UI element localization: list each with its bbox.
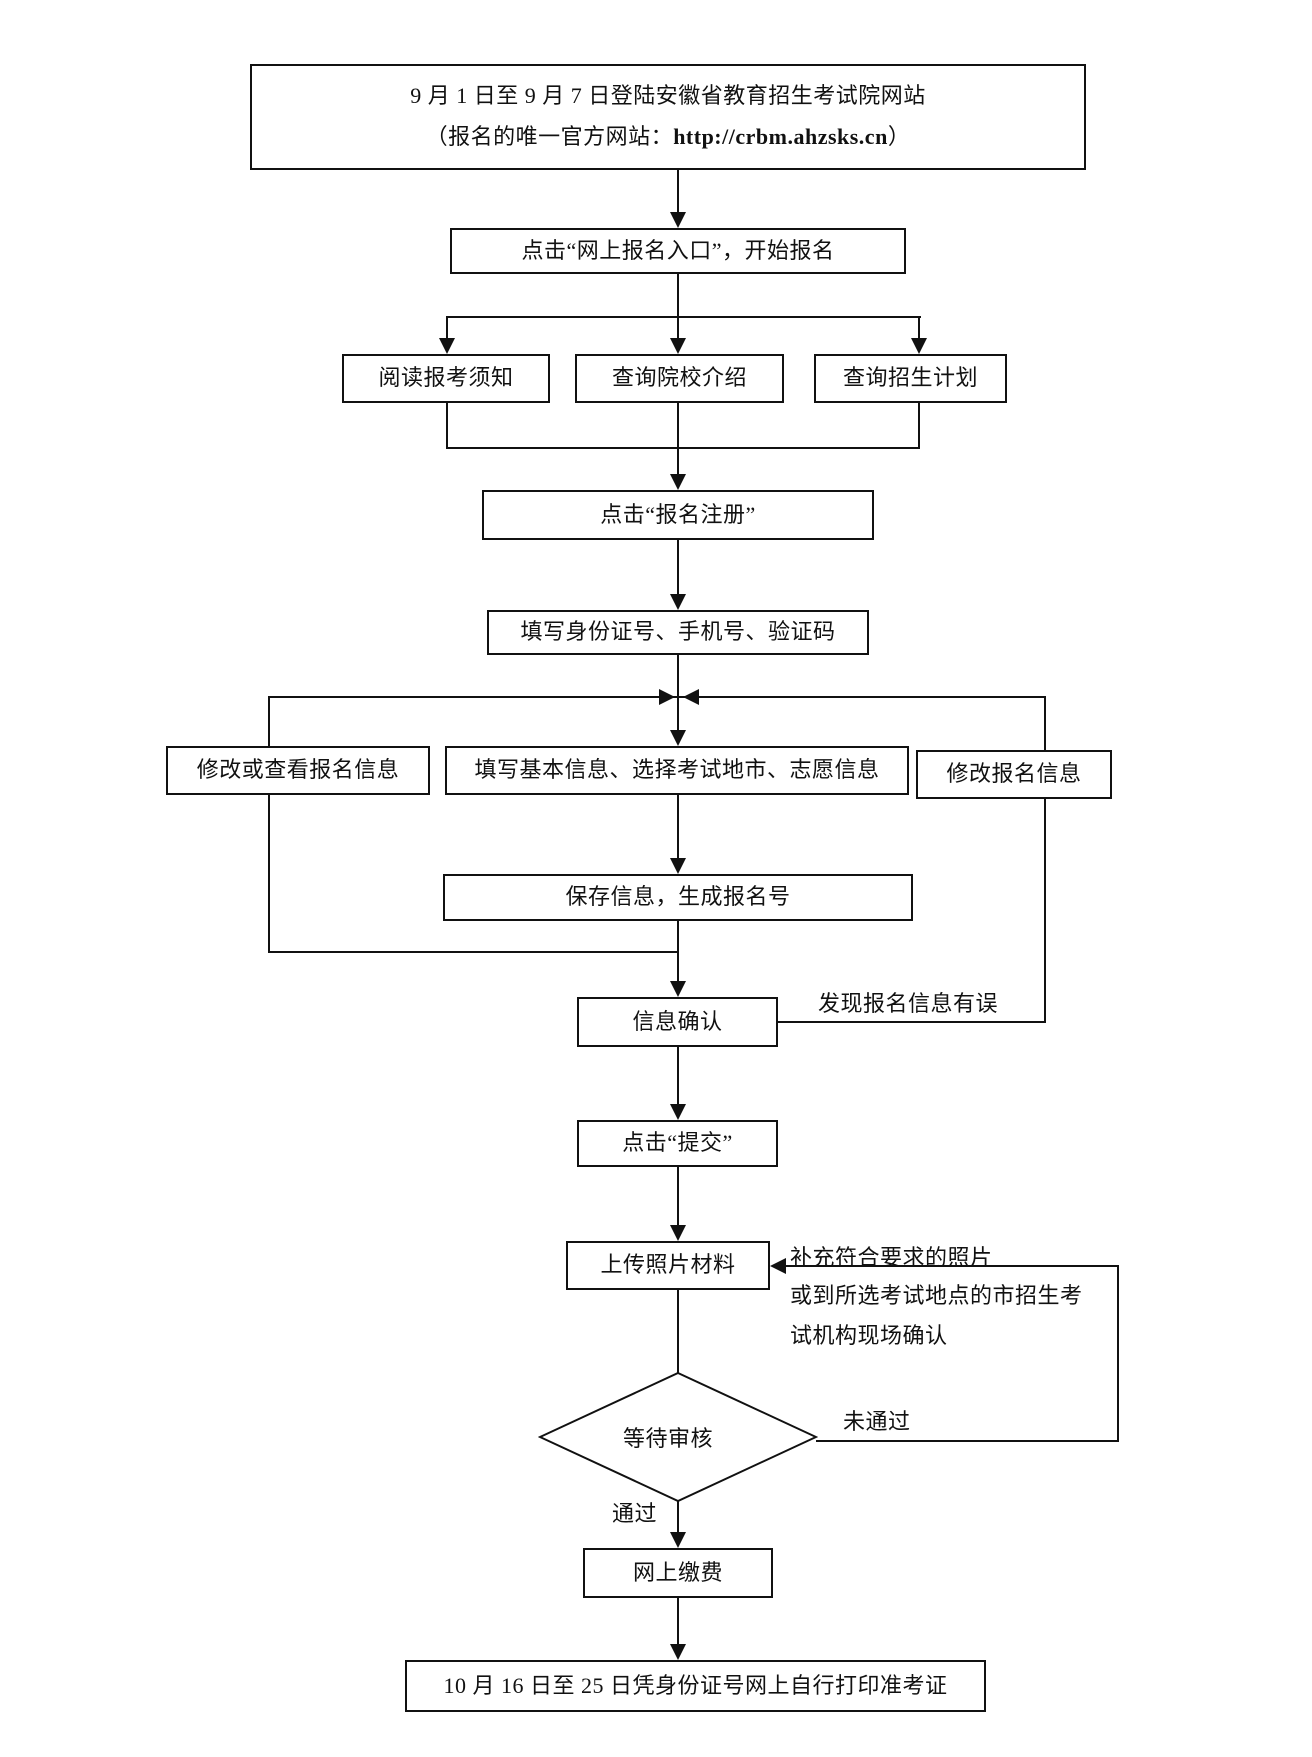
- right-loop-riser: [1044, 799, 1046, 1023]
- start-line2: （报名的唯一官方网站：http://crbm.ahzsks.cn）: [426, 123, 911, 152]
- arrowhead-into-pay: [670, 1532, 686, 1548]
- photo-return-line: [784, 1265, 1119, 1267]
- arrowhead-into-upload-from-review: [770, 1258, 786, 1274]
- node-fill-basic: 填写基本信息、选择考试地市、志愿信息: [445, 746, 909, 795]
- right-loop-drop: [1044, 696, 1046, 750]
- official-site-url: http://crbm.ahzsks.cn: [673, 124, 888, 149]
- node-fill-identity: 填写身份证号、手机号、验证码: [487, 610, 869, 655]
- node-click-register: 点击“报名注册”: [482, 490, 874, 540]
- node-start: 9 月 1 日至 9 月 7 日登陆安徽省教育招生考试院网站 （报名的唯一官方网…: [250, 64, 1086, 170]
- branch-drop-center: [677, 316, 679, 340]
- left-loop-drop: [268, 696, 270, 746]
- node-confirm-info: 信息确认: [577, 997, 778, 1047]
- branch-drop-right: [918, 316, 920, 340]
- edge-label-not-passed: 未通过: [843, 1409, 911, 1434]
- merge-riser-left: [446, 403, 448, 449]
- node-read-notice: 阅读报考须知: [342, 354, 550, 403]
- arrowhead-into-submit: [670, 1104, 686, 1120]
- loop-junction-line: [268, 696, 1046, 698]
- arrowhead-into-register: [670, 474, 686, 490]
- node-save-info: 保存信息，生成报名号: [443, 874, 913, 921]
- arrowhead-left-loop-return: [659, 689, 675, 705]
- node-pay-online: 网上缴费: [583, 1548, 773, 1598]
- start-line2-prefix: （报名的唯一官方网站：: [425, 124, 674, 149]
- edge-label-photo-note-line2: 或到所选考试地点的市招生考: [790, 1283, 1083, 1308]
- arrowhead-into-identity: [670, 594, 686, 610]
- node-query-plan: 查询招生计划: [814, 354, 1007, 403]
- edge-label-passed: 通过: [612, 1501, 658, 1526]
- branch-horizontal-line: [447, 316, 921, 318]
- connector-merge-register: [677, 447, 679, 476]
- connector-save-confirm: [677, 921, 679, 983]
- connector-pay-print: [677, 1598, 679, 1646]
- merge-riser-center: [677, 403, 679, 449]
- connector-upload-review: [677, 1290, 679, 1374]
- arrowhead-into-save: [670, 858, 686, 874]
- connector-review-pay: [677, 1501, 679, 1534]
- arrowhead-into-entry: [670, 212, 686, 228]
- left-loop-riser: [268, 795, 270, 953]
- connector-confirm-submit: [677, 1047, 679, 1106]
- edge-label-photo-note-line3: 试机构现场确认: [790, 1323, 948, 1348]
- arrowhead-into-fillbasic: [670, 730, 686, 746]
- arrowhead-into-confirm: [670, 981, 686, 997]
- connector-fillbasic-save: [677, 795, 679, 860]
- arrowhead-into-query-plan: [911, 338, 927, 354]
- left-loop-bottom-line: [268, 951, 679, 953]
- arrowhead-into-print: [670, 1644, 686, 1660]
- photo-return-riser: [1117, 1265, 1119, 1442]
- merge-riser-right: [918, 403, 920, 449]
- connector-submit-upload: [677, 1167, 679, 1227]
- arrowhead-into-read-notice: [439, 338, 455, 354]
- node-wait-review: 等待审核: [622, 1426, 713, 1451]
- node-print-ticket: 10 月 16 日至 25 日凭身份证号网上自行打印准考证: [405, 1660, 986, 1712]
- arrowhead-right-loop-return: [683, 689, 699, 705]
- node-modify-info: 修改报名信息: [916, 750, 1112, 799]
- info-error-line: [778, 1021, 1046, 1023]
- connector-identity-fillbasic: [677, 655, 679, 732]
- arrowhead-into-upload: [670, 1225, 686, 1241]
- branch-drop-left: [446, 316, 448, 340]
- edge-label-photo-note-line1: 补充符合要求的照片: [790, 1245, 993, 1270]
- merge-horizontal-line: [446, 447, 920, 449]
- connector-start-entry: [677, 170, 679, 214]
- connector-register-identity: [677, 540, 679, 596]
- node-upload-photo: 上传照片材料: [566, 1241, 770, 1290]
- node-modify-or-view: 修改或查看报名信息: [166, 746, 430, 795]
- connector-entry-branch: [677, 274, 679, 317]
- node-query-college: 查询院校介绍: [575, 354, 784, 403]
- node-click-entry: 点击“网上报名入口”，开始报名: [450, 228, 906, 274]
- node-click-submit: 点击“提交”: [577, 1120, 778, 1167]
- edge-label-info-error: 发现报名信息有误: [818, 991, 999, 1016]
- start-line1: 9 月 1 日至 9 月 7 日登陆安徽省教育招生考试院网站: [410, 83, 926, 109]
- not-passed-line: [816, 1440, 1119, 1442]
- arrowhead-into-query-college: [670, 338, 686, 354]
- start-line2-suffix: ）: [887, 124, 911, 149]
